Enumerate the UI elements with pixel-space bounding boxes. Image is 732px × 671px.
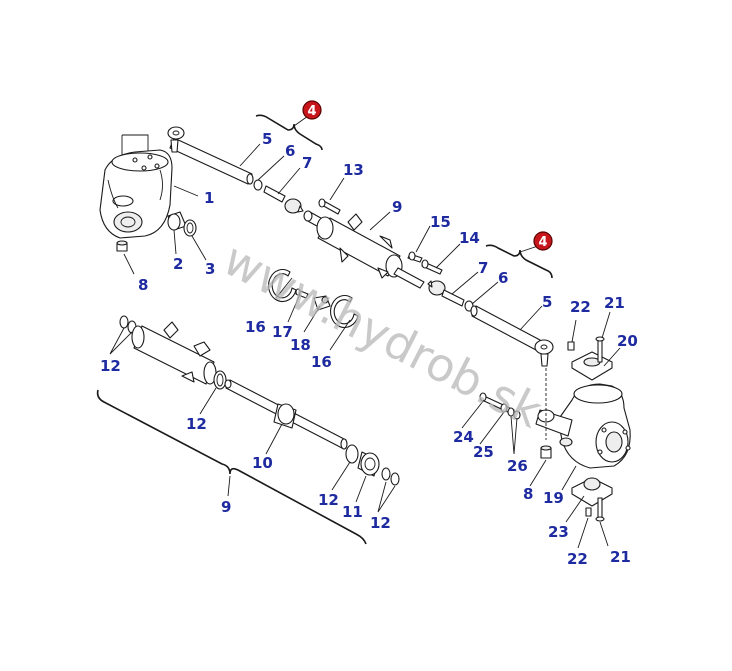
callout-15: 15 [430, 213, 451, 231]
callout-23: 23 [548, 523, 569, 541]
brace-lower-4 [485, 244, 553, 279]
callout-26: 26 [507, 457, 528, 475]
callout-18: 18 [290, 336, 311, 354]
callout-1: 1 [204, 189, 214, 207]
callout-14: 14 [459, 229, 480, 247]
callout-12-top: 12 [100, 357, 121, 375]
bushing-2 [167, 211, 187, 231]
o-ring-12-top [119, 315, 137, 334]
seal-ring-3 [183, 219, 197, 237]
washer-22-bottom [585, 507, 592, 517]
callout-16-right: 16 [311, 353, 332, 371]
o-ring-12-mid [213, 370, 227, 390]
callout-10: 10 [252, 454, 273, 472]
svg-text:4: 4 [538, 235, 547, 250]
steering-knuckle-right [535, 383, 631, 469]
tie-rod-5-upper [167, 126, 254, 185]
cylinder-barrel [131, 321, 217, 385]
bolt-15 [407, 251, 423, 263]
callout-12-lower: 12 [318, 491, 339, 509]
bolt-14 [421, 259, 443, 275]
callout-9-lower: 9 [221, 498, 231, 516]
washer-22-top [567, 341, 575, 351]
ball-joint-7-lower [427, 280, 465, 307]
callout-19: 19 [543, 489, 564, 507]
brace-cylinder-9 [96, 389, 367, 545]
steering-knuckle-left [99, 134, 173, 239]
ball-joint-7-upper [263, 185, 304, 214]
callout-11: 11 [342, 503, 363, 521]
callout-9-upper: 9 [392, 198, 402, 216]
o-ring-12-lower [345, 444, 359, 464]
callout-5-lower: 5 [542, 293, 552, 311]
callout-2: 2 [173, 255, 183, 273]
gland-11 [357, 451, 380, 477]
callout-12-mid: 12 [186, 415, 207, 433]
piston-rod-10 [224, 379, 348, 450]
callout-22-bottom: 22 [567, 550, 588, 568]
callout-6-upper: 6 [285, 142, 295, 160]
callout-8-left: 8 [138, 276, 148, 294]
callout-8-right: 8 [523, 485, 533, 503]
king-pin-cap-23 [571, 477, 613, 507]
circlip-16-right [330, 295, 359, 329]
fitting-18 [313, 295, 331, 311]
steering-cylinder-9 [303, 210, 425, 289]
callout-3: 3 [205, 260, 215, 278]
bolt-13 [318, 198, 341, 215]
callout-17: 17 [272, 323, 293, 341]
grease-nipple-8-left [116, 240, 128, 252]
king-pin-cap-20 [571, 351, 613, 381]
callout-7-upper: 7 [302, 154, 312, 172]
callout-21-top: 21 [604, 294, 625, 312]
svg-text:4: 4 [307, 104, 316, 119]
brace-upper-4 [255, 114, 323, 151]
reference-badge-lower: 4 [533, 231, 553, 251]
bolt-21-bottom [595, 497, 605, 522]
callout-16-left: 16 [245, 318, 266, 336]
callout-21-bottom: 21 [610, 548, 631, 566]
callout-5-upper: 5 [262, 130, 272, 148]
callout-25: 25 [473, 443, 494, 461]
bolt-21-top [595, 336, 605, 363]
leader-lines [109, 143, 621, 549]
callout-labels: 1 2 3 5 6 7 8 13 9 15 14 7 6 5 16 17 18 … [100, 130, 638, 568]
tie-rod-5-lower [470, 305, 554, 367]
reference-badge-upper: 4 [302, 100, 322, 120]
callout-20: 20 [617, 332, 638, 350]
o-ring-12-end [381, 467, 400, 486]
callout-13: 13 [343, 161, 364, 179]
callout-6-lower: 6 [498, 269, 508, 287]
callout-7-lower: 7 [478, 259, 488, 277]
callout-24: 24 [453, 428, 474, 446]
callout-12-end: 12 [370, 514, 391, 532]
nut-6-upper [253, 179, 263, 191]
grease-nipple-8-right [540, 445, 552, 459]
callout-22-top: 22 [570, 298, 591, 316]
pin-17 [295, 288, 309, 299]
